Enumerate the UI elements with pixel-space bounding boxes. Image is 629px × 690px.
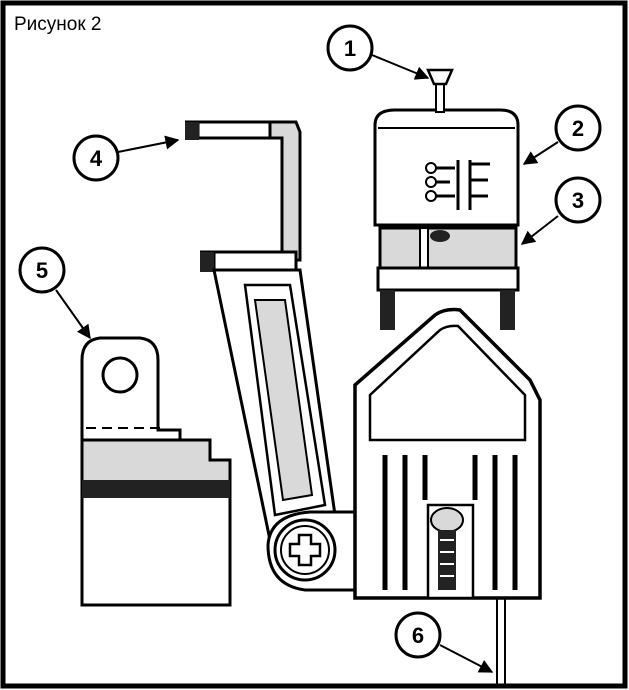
wire-part-6 xyxy=(496,598,506,686)
pivot-screw xyxy=(266,510,357,592)
callout-4: 4 xyxy=(72,134,180,182)
callout-3: 3 xyxy=(520,176,602,245)
locking-ring-part-3 xyxy=(376,226,520,292)
sensor-cap-part-2 xyxy=(373,108,520,227)
figure-title: Рисунок 2 xyxy=(14,14,102,35)
svg-text:6: 6 xyxy=(412,623,424,648)
svg-text:3: 3 xyxy=(572,188,584,213)
bracket-arm-part-4 xyxy=(185,120,337,542)
callout-6: 6 xyxy=(394,611,494,673)
sensor-body xyxy=(353,290,542,600)
callout-5: 5 xyxy=(18,246,91,340)
svg-text:1: 1 xyxy=(344,36,356,61)
mounting-block-part-5 xyxy=(80,336,232,607)
callout-2: 2 xyxy=(522,104,602,165)
svg-text:2: 2 xyxy=(572,116,584,141)
callout-1: 1 xyxy=(326,24,430,80)
svg-text:5: 5 xyxy=(36,258,48,283)
svg-text:4: 4 xyxy=(90,146,103,171)
pin-part-1 xyxy=(426,68,454,113)
